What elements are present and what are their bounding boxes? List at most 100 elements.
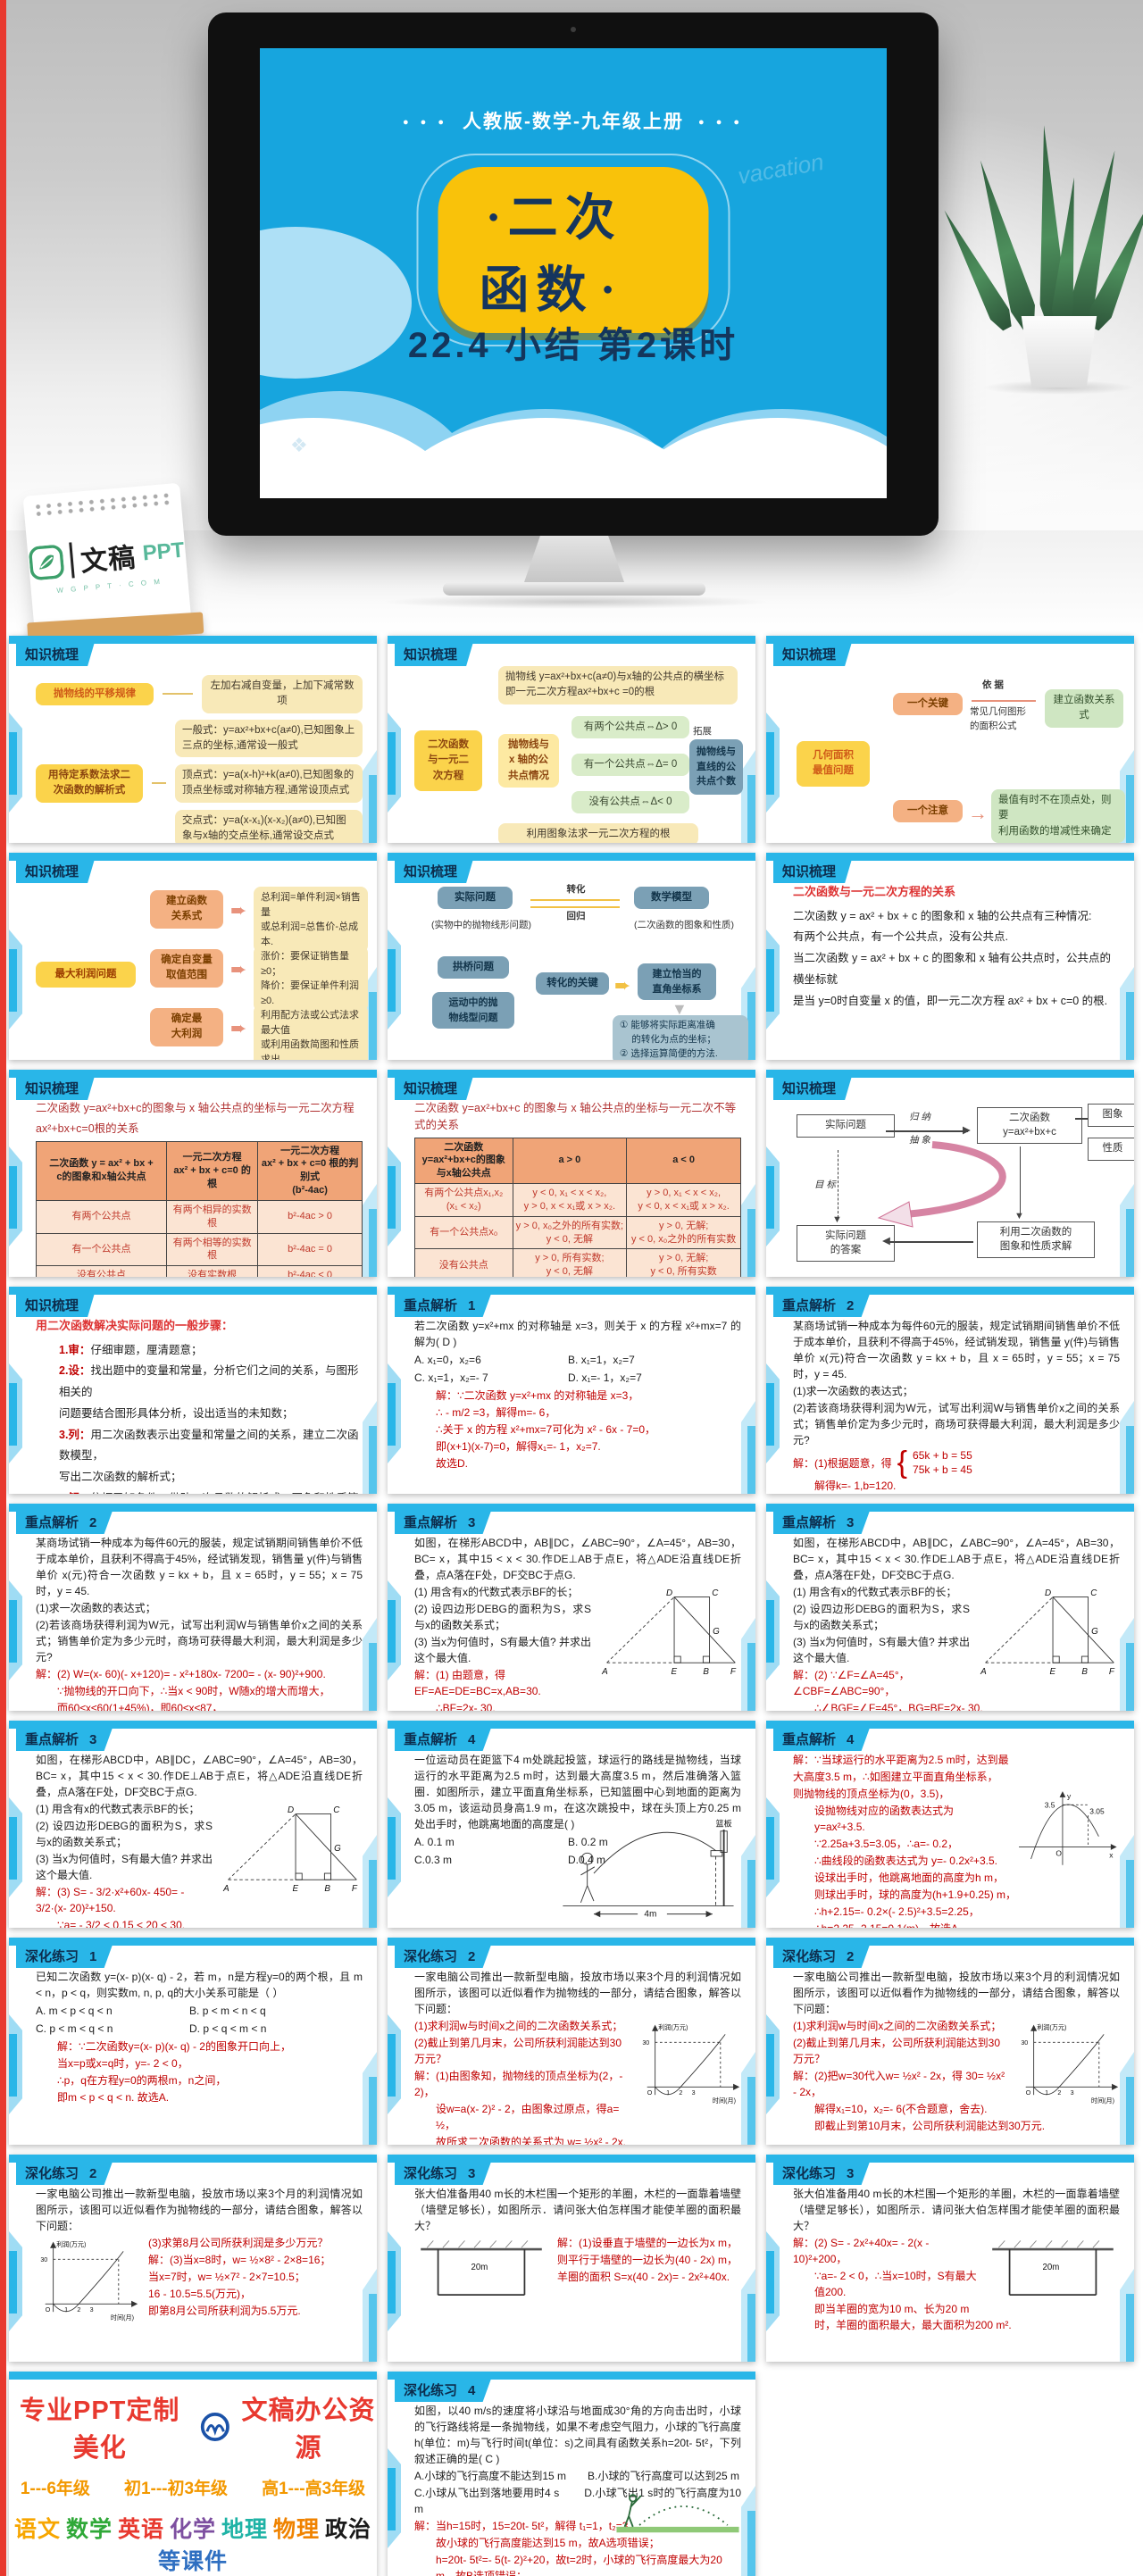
solution-text: 解得k=- 1,b=120.	[814, 1480, 897, 1493]
body-line: 写出二次函数的解析式；	[59, 1471, 182, 1483]
slide-top-strip	[9, 1070, 377, 1078]
slide-content: 一家电脑公司推出一款新型电脑，投放市场以来3个月的利润情况如图所示，该图可以近似…	[414, 1968, 741, 2145]
solution-text: 羊圈的面积 S=x(40 - 2x)= - 2x²+40x.	[557, 2271, 730, 2283]
mm-box: 抛物线与直线的公共点个数	[689, 739, 743, 795]
mm-box: 抛物线 y=ax²+bx+c(a≠0)与x轴的公共点的横坐标即一元二次方程ax²…	[498, 666, 738, 704]
edge-accent	[1126, 2077, 1134, 2145]
mm-box: 涨价：要保证销售量≥0；降价：要保证单件利润≥0.	[254, 946, 368, 1012]
solution-text: 设w=a(x- 2)² - 2，由图象过原点，得a= ½，	[436, 2103, 620, 2131]
mm-box: 二次函数与一元二次方程	[414, 730, 482, 791]
body-line: 3.列：用二次函数表示出变量和常量之间的关系，建立二次函数模型，	[59, 1428, 359, 1463]
solution-text: 解：(2) S= - 2x²+40x= - 2(x - 10)²+200，	[793, 2237, 930, 2265]
problem-text: 一家电脑公司推出一款新型电脑，投放市场以来3个月的利润情况如图所示，该图可以近似…	[414, 1971, 741, 2015]
body-line: 4.解：依据已知条件，借助二次函数的解析式、图象和性质等求解实	[59, 1488, 363, 1494]
body-line: 问题要结合图形具体分析，设出适当的未知数；	[59, 1406, 294, 1420]
monitor: vacation ● ● ●人教版-数学-九年级上册● ● ● ●二次函数● 2…	[208, 13, 939, 536]
sheep-pen-figure: 20m	[421, 2240, 542, 2297]
edge-accent	[388, 2251, 396, 2313]
svg-text:A: A	[980, 1667, 987, 1677]
slide-top-strip	[9, 1938, 377, 1946]
svg-text:F: F	[1109, 1667, 1115, 1677]
mm-box: 确定自变量取值范围	[150, 949, 223, 988]
solution-text: 解：∵二次函数y=(x- p)(x- q) - 2的图象开口向上，	[57, 2040, 291, 2053]
table-cell: 有两个公共点	[36, 1199, 167, 1234]
svg-text:2: 2	[679, 2089, 682, 2097]
slide-thumbnail: 知识梳理 二次函数与一元二次方程 抛物线 y=ax²+bx+c(a≠0)与x轴的…	[388, 636, 755, 843]
brand-calendar: 文稿 PPT W G P P T · C O M	[22, 482, 204, 636]
brand-logo: 文稿 PPT	[27, 530, 187, 583]
table-cell: 有两个相异的实数根	[165, 1199, 259, 1234]
edge-accent	[747, 2511, 755, 2576]
svg-text:E: E	[671, 1667, 677, 1677]
table-cell: 没有实数根	[165, 1265, 259, 1277]
mm-box: 有两个公共点⇔Δ> 0	[572, 716, 689, 739]
solution-text: 即第8月公司所获利润为5.5万元.	[148, 2305, 301, 2317]
solution-text: 解得x₁=10，x₂=- 6(不合题意，舍去).	[814, 2103, 988, 2115]
solution-text: ∵抛物线的开口向下，∴当x < 90时，W随x的增大而增大，	[57, 1685, 330, 1697]
svg-text:O: O	[1026, 2089, 1031, 2097]
slide-badge: 知识梳理	[773, 859, 853, 883]
problem-text: 已知二次函数 y=(x- p)(x- q) - 2，若 m，n是方程y=0的两个…	[36, 1971, 363, 1999]
svg-text:篮板: 篮板	[716, 1818, 732, 1828]
svg-text:G: G	[713, 1627, 720, 1637]
slide-top-strip	[388, 2155, 755, 2163]
slide-thumbnail: 知识梳理 用二次函数解决实际问题的一般步骤： 1.审：仔细审题，厘清题意；2.设…	[9, 1287, 377, 1494]
arrow-icon: →	[968, 802, 988, 824]
svg-text:C: C	[333, 1805, 340, 1815]
mm-box: 总利润=单件利润×销售量或总利润=总售价-总成本.	[254, 887, 368, 953]
table-cell: y > 0, x₀之外的所有实数;y < 0, 无解	[512, 1215, 628, 1250]
problem-text: (1)求一次函数的表达式；	[36, 1602, 156, 1614]
problem-text: (3) 当x为何值时，S有最大值? 并求出这个最大值.	[36, 1853, 213, 1881]
edge-accent	[747, 2077, 755, 2145]
solution-text: ∵a=- 2 < 0，∴当x=10时，S有最大值200.	[814, 2270, 977, 2298]
brand-ppt: PPT	[141, 538, 186, 566]
slide-thumbnail: 知识梳理 实际问题 (实物中的抛物线形问题) 转化 回归 数学模型 (二次函数的…	[388, 853, 755, 1060]
slide-content: 用二次函数解决实际问题的一般步骤： 1.审：仔细审题，厘清题意；2.设：找出题中…	[36, 1317, 363, 1494]
svg-text:G: G	[1091, 1627, 1098, 1637]
slide-top-strip	[388, 1721, 755, 1729]
arrow-icon: ▼	[832, 1214, 842, 1225]
mm-box: 有一个公共点⇔Δ= 0	[572, 754, 689, 777]
slide-top-strip	[766, 1504, 1134, 1512]
edge-accent	[766, 949, 774, 1012]
table-cell: 有两个相等的实数根	[165, 1232, 259, 1267]
slide-content: 某商场试销一种成本为每件60元的服装，规定试销期间销售单价不低于成本单价，且获利…	[793, 1317, 1120, 1492]
slide-badge: 知识梳理	[395, 642, 474, 666]
table-cell: b²-4ac > 0	[257, 1199, 363, 1234]
svg-text:E: E	[1049, 1667, 1055, 1677]
leaf-logo-icon	[29, 545, 64, 580]
slides-grid: 知识梳理 抛物线的平移规律左加右减自变量，上加下减常数项 用待定系数法求二次函数…	[0, 636, 1143, 2576]
edge-accent	[766, 2251, 774, 2313]
table-cell: y > 0, 无解;y < 0, 所有实数	[626, 1248, 741, 1277]
edge-accent	[369, 2294, 377, 2362]
promo-title-left: 专业PPT定制美化	[19, 2397, 180, 2463]
mm-box: 交点式：y=a(x-x₁)(x-x₂)(a≠0),已知图象与x轴的交点坐标,通常…	[175, 809, 363, 843]
solution-text: (2)截止到第几月末，公司所获利润能达到30万元？	[414, 2037, 622, 2065]
problem-text: 张大伯准备用40 m长的木栏围一个矩形的羊圈，木栏的一面靠着墙壁（墙壁足够长），…	[414, 2188, 741, 2232]
solution-text: 解：(1)设垂直于墙壁的一边长为x m，	[557, 2237, 738, 2249]
edge-accent	[9, 1817, 17, 1880]
svg-text:F: F	[730, 1667, 737, 1677]
slide-content: 二次函数与一元二次方程 抛物线 y=ax²+bx+c(a≠0)与x轴的公共点的横…	[414, 666, 743, 843]
table-header: a > 0	[512, 1137, 628, 1185]
slide-title-screen: vacation ● ● ●人教版-数学-九年级上册● ● ● ●二次函数● 2…	[260, 48, 887, 498]
solution-text: 故选D.	[436, 1457, 469, 1470]
edge-accent	[747, 1860, 755, 1928]
solution-text: ∴∠BGF=∠F=45°，BG=BF=2x- 30.	[814, 1702, 983, 1711]
